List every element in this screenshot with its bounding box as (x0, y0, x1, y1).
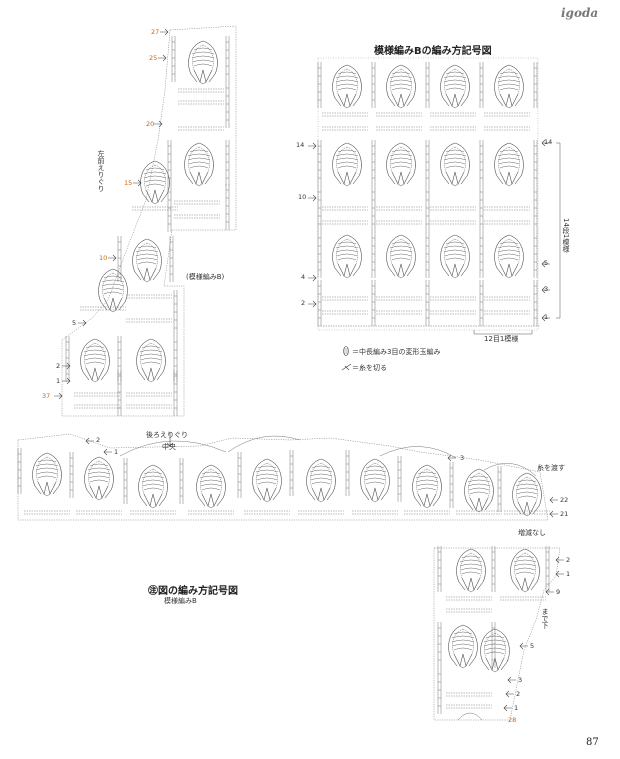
front-row-number: 25 (149, 54, 158, 62)
brand-logo: igoda (561, 6, 599, 20)
front-neckline-label: 左前えりぐり (97, 150, 105, 192)
front-row-number: 5 (72, 319, 77, 327)
back-row-number: 1 (566, 570, 571, 578)
star-chart-title: ㊟図の編み方記号図 (148, 586, 238, 597)
back-row-number: 5 (530, 642, 535, 650)
diagram-b-row-2 (332, 142, 524, 187)
diagram-b-left-row: 4 (301, 273, 306, 281)
rows-per-repeat-label: 14段1模様 (562, 218, 570, 253)
back-row-number: 2 (566, 556, 571, 564)
front-row-number: 2 (56, 362, 61, 370)
front-pattern-label: (模様編みB) (186, 273, 225, 281)
diagram-b-row-3 (332, 234, 524, 279)
back-row-number: 1 (114, 448, 119, 456)
diagram-b-right-row: 5 (544, 259, 549, 267)
carry-yarn-label: 糸を渡す (537, 464, 565, 472)
back-row-number: 2 (96, 436, 101, 444)
front-row-number: 37 (42, 392, 51, 400)
back-row-number: 3 (518, 676, 523, 684)
back-row-number: 2 (516, 690, 521, 698)
diagram-b-title: 模様編みBの編み方記号図 (374, 46, 492, 57)
back-row-number: 21 (560, 510, 569, 518)
legend-puff-stitch-text: ＝中長編み3目の変形玉編み (352, 348, 441, 356)
page-number: 87 (586, 737, 599, 748)
back-row-number: 9 (556, 588, 561, 596)
front-row-number: 1 (56, 377, 61, 385)
center-label: 中央 (162, 443, 176, 451)
stitches-per-repeat-label: 12目1模様 (484, 335, 519, 343)
front-row-number: 27 (151, 28, 160, 36)
front-row-number: 10 (99, 254, 108, 262)
legend-cut-yarn-text: ＝糸を切る (352, 364, 387, 372)
diagram-b-row-1 (332, 64, 524, 109)
diagram-b-left-row: 10 (298, 193, 307, 201)
back-row-number: 1 (514, 704, 519, 712)
back-row-number: 28 (508, 716, 517, 724)
diagram-b-grid (308, 57, 561, 335)
front-band-chart (54, 25, 237, 417)
down-to-label: まで下 (541, 608, 549, 629)
cut-yarn-icon (341, 363, 352, 371)
puff-stitch-icon (343, 346, 349, 356)
star-chart-subtitle: 模様編みB (164, 597, 197, 605)
diagram-b-right-row: 14 (544, 138, 553, 146)
diagram-b-right-row: 3 (544, 285, 549, 293)
diagram-b-right-row: 1 (544, 313, 549, 321)
back-row-number: 22 (560, 496, 569, 504)
diagram-b-lattice (317, 61, 538, 327)
no-increase-label: 増減なし (518, 529, 546, 537)
diagram-b-left-row: 2 (301, 299, 306, 307)
front-row-number: 20 (146, 120, 155, 128)
diagram-b-left-row: 14 (296, 141, 305, 149)
back-band-chart (17, 432, 558, 521)
front-row-number: 15 (124, 179, 133, 187)
lower-right-chart (433, 545, 564, 721)
back-row-number: 3 (460, 454, 465, 462)
back-neckline-label: 後ろえりぐり (146, 431, 188, 439)
